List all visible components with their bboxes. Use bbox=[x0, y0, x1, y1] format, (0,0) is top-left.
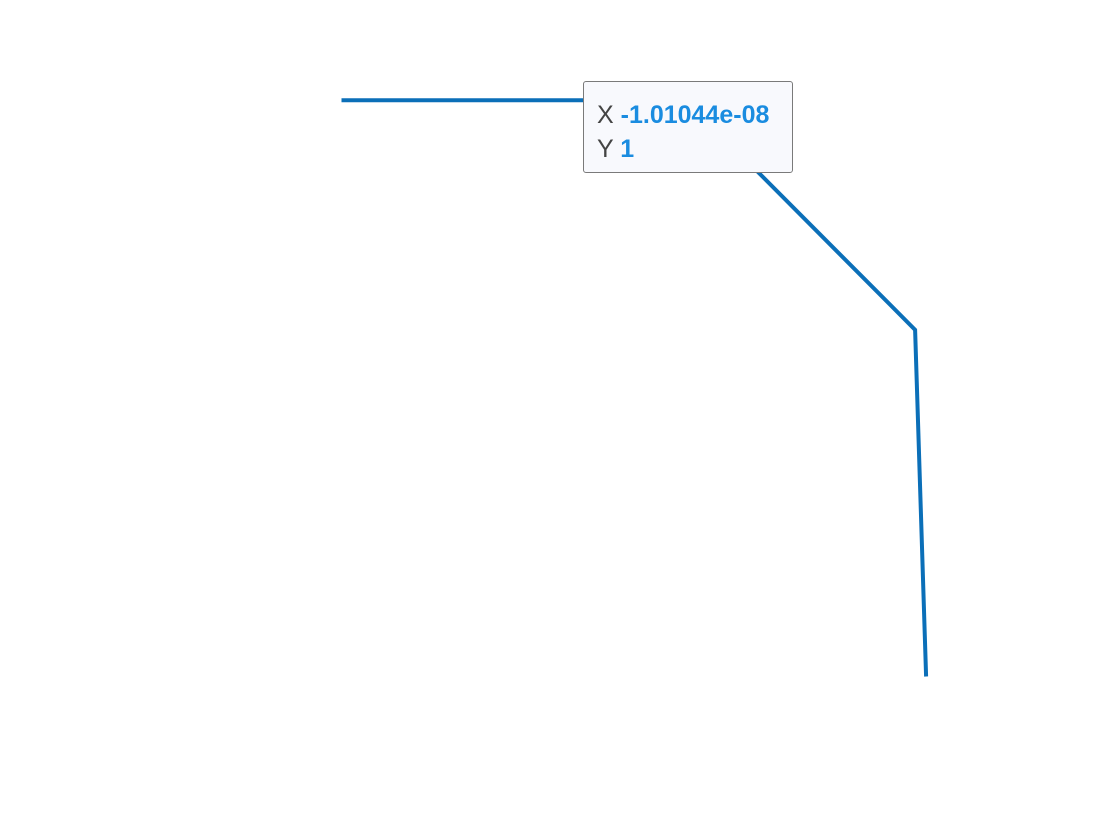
tooltip-x-key: X bbox=[597, 101, 614, 129]
tooltip-y-key: Y bbox=[597, 135, 614, 163]
hover-tooltip: X -1.01044e-08 Y 1 bbox=[583, 81, 793, 173]
tooltip-x-value: -1.01044e-08 bbox=[620, 101, 770, 129]
tooltip-y-value: 1 bbox=[620, 135, 635, 163]
tooltip-x-row: X -1.01044e-08 bbox=[597, 98, 792, 132]
series-line-1[interactable] bbox=[341, 98, 929, 677]
tooltip-y-row: Y 1 bbox=[597, 132, 792, 166]
